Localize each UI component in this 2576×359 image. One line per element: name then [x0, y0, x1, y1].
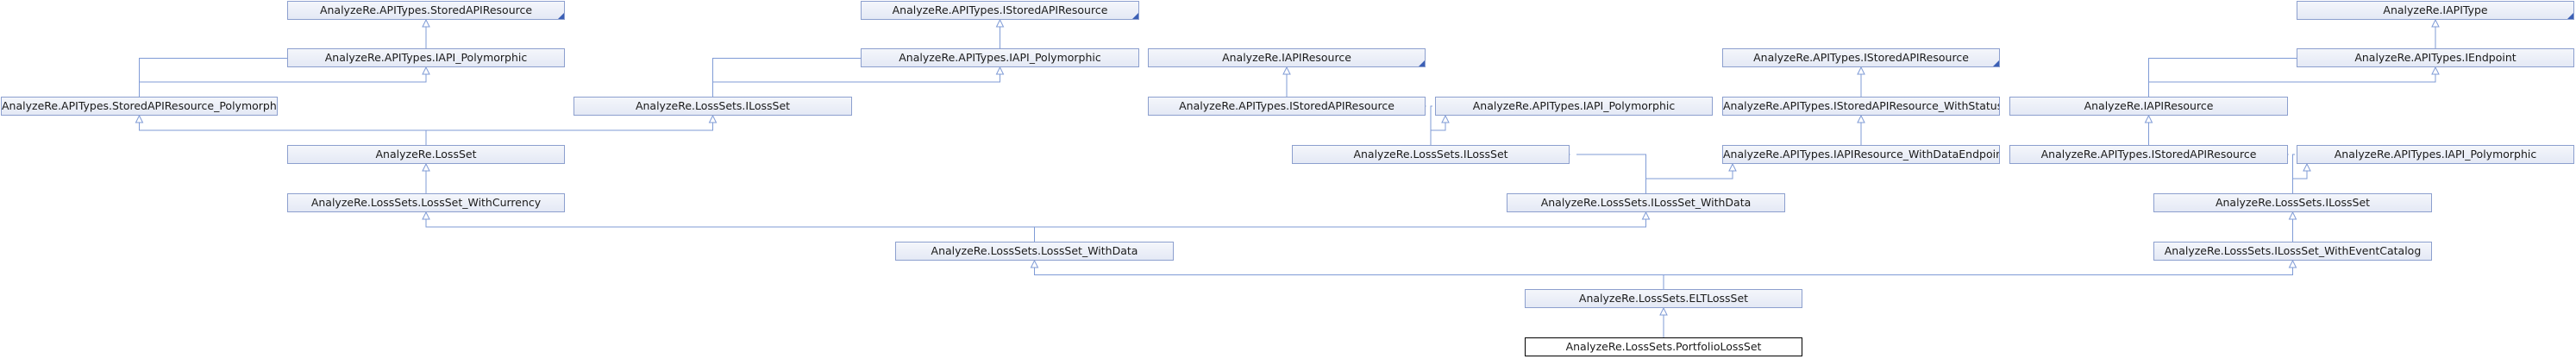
node-ilossset-with-event-catalog[interactable]: AnalyzeRe.LossSets.ILossSet_WithEventCat… — [2153, 242, 2432, 261]
node-iendpoint[interactable]: AnalyzeRe.APITypes.IEndpoint — [2297, 48, 2574, 67]
edge-arrowhead — [1857, 114, 1865, 123]
node-iapitype[interactable]: AnalyzeRe.IAPIType — [2297, 1, 2574, 20]
inheritance-edge — [1034, 219, 1646, 242]
inheritance-edge — [139, 123, 427, 145]
node-lossset-with-currency[interactable]: AnalyzeRe.LossSets.LossSet_WithCurrency — [287, 193, 565, 212]
node-istored-api-resource-with-status[interactable]: AnalyzeRe.APITypes.IStoredAPIResource_Wi… — [1722, 97, 2000, 116]
node-lossset[interactable]: AnalyzeRe.LossSet — [287, 145, 565, 164]
edge-arrowhead — [1857, 66, 1865, 75]
node-stored-api-resource[interactable]: AnalyzeRe.APITypes.StoredAPIResource — [287, 1, 565, 20]
inheritance-edge — [2148, 27, 2436, 97]
inheritance-edge — [712, 74, 1000, 97]
node-iapiresource-with-data-endpoint[interactable]: AnalyzeRe.APITypes.IAPIResource_WithData… — [1722, 145, 2000, 164]
edge-arrowhead — [2303, 162, 2311, 172]
edge-arrowhead — [2288, 259, 2297, 268]
inheritance-edge — [2148, 74, 2436, 97]
inheritance-edge — [712, 27, 1000, 97]
inheritance-edge — [139, 74, 427, 97]
edge-arrowhead — [995, 66, 1005, 75]
node-ilossset-2[interactable]: AnalyzeRe.LossSets.ILossSet — [1292, 145, 1570, 164]
node-ilossset-1[interactable]: AnalyzeRe.LossSets.ILossSet — [573, 97, 852, 116]
edge-arrowhead — [1728, 162, 1737, 172]
node-iapi-polymorphic-1[interactable]: AnalyzeRe.APITypes.IAPI_Polymorphic — [287, 48, 565, 67]
node-istored-api-resource-1[interactable]: AnalyzeRe.APITypes.IStoredAPIResource — [861, 1, 1139, 20]
node-istored-api-resource-4[interactable]: AnalyzeRe.APITypes.IStoredAPIResource — [2009, 145, 2288, 164]
inheritance-edge — [2292, 171, 2308, 193]
inheritance-edge — [1576, 154, 1646, 193]
inheritance-edge — [1663, 268, 2293, 289]
node-portfolio-lossset: AnalyzeRe.LossSets.PortfolioLossSet — [1525, 337, 1802, 356]
edge-arrowhead — [422, 18, 430, 28]
edge-arrowhead — [2288, 211, 2297, 220]
node-iapi-polymorphic-4[interactable]: AnalyzeRe.APITypes.IAPI_Polymorphic — [2297, 145, 2574, 164]
edge-arrowhead — [708, 114, 718, 123]
node-ilossset-with-data[interactable]: AnalyzeRe.LossSets.ILossSet_WithData — [1507, 193, 1785, 212]
edge-arrowhead — [2431, 66, 2440, 75]
node-iapi-polymorphic-2[interactable]: AnalyzeRe.APITypes.IAPI_Polymorphic — [861, 48, 1139, 67]
edge-arrowhead — [2144, 114, 2153, 123]
node-istored-api-resource-2[interactable]: AnalyzeRe.APITypes.IStoredAPIResource — [1148, 97, 1426, 116]
edge-arrowhead — [1441, 114, 1450, 123]
node-iapiresource-2[interactable]: AnalyzeRe.IAPIResource — [2009, 97, 2288, 116]
edge-arrowhead — [2431, 18, 2440, 28]
inheritance-edge — [1034, 268, 1664, 289]
edge-arrowhead — [1659, 306, 1668, 316]
edge-arrowhead — [1641, 211, 1651, 220]
edge-arrowhead — [422, 162, 430, 172]
node-istored-api-resource-3[interactable]: AnalyzeRe.APITypes.IStoredAPIResource — [1722, 48, 2000, 67]
edge-arrowhead — [1282, 66, 1291, 75]
edge-arrowhead — [995, 18, 1005, 28]
inheritance-edge — [1430, 123, 1446, 145]
node-stored-api-resource-polymorphic[interactable]: AnalyzeRe.APITypes.StoredAPIResource_Pol… — [1, 97, 278, 116]
node-iapi-polymorphic-3[interactable]: AnalyzeRe.APITypes.IAPI_Polymorphic — [1435, 97, 1713, 116]
node-ilossset-3[interactable]: AnalyzeRe.LossSets.ILossSet — [2153, 193, 2432, 212]
edge-arrowhead — [422, 66, 430, 75]
inheritance-edge — [139, 27, 427, 97]
inheritance-edge — [425, 123, 713, 145]
edge-arrowhead — [422, 211, 430, 220]
inheritance-edge — [425, 219, 1035, 242]
node-iapiresource-1[interactable]: AnalyzeRe.IAPIResource — [1148, 48, 1426, 67]
node-lossset-with-data[interactable]: AnalyzeRe.LossSets.LossSet_WithData — [895, 242, 1174, 261]
inheritance-edge — [1645, 171, 1733, 193]
node-elt-lossset[interactable]: AnalyzeRe.LossSets.ELTLossSet — [1525, 289, 1802, 308]
edge-arrowhead — [1030, 259, 1039, 268]
edge-arrowhead — [135, 114, 144, 123]
